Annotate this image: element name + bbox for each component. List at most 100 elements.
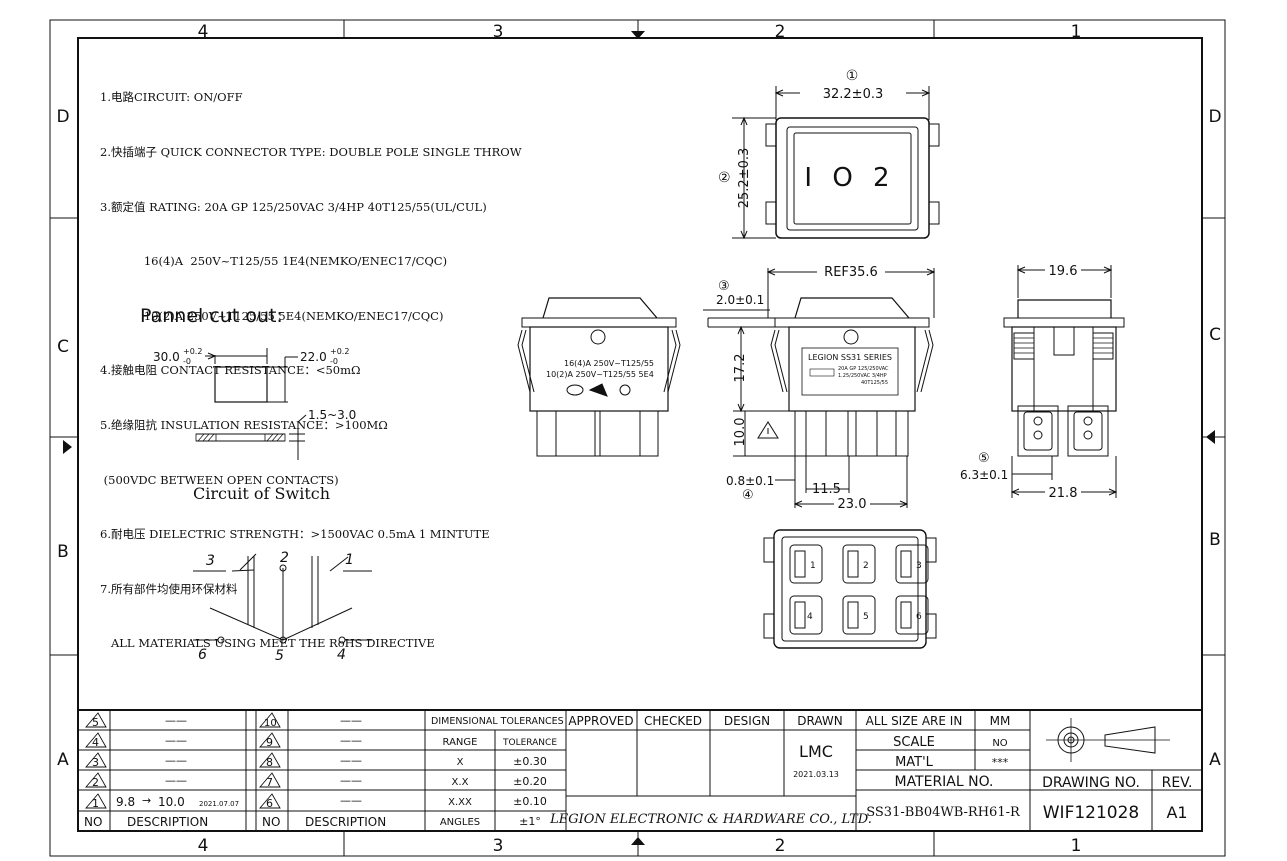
- circuit-pin-3: 3: [206, 553, 215, 569]
- drawing-no-label: DRAWING NO.: [1042, 775, 1140, 791]
- bottom-pin-4: 4: [807, 612, 813, 622]
- tolerance-title: DIMENSIONAL TOLERANCES: [431, 716, 564, 727]
- tolerance-range-xxx: X.XX: [448, 797, 472, 808]
- rev-left-no-3: 3: [92, 756, 99, 769]
- front-label-line1: 20A GP 125/250VAC: [838, 366, 889, 372]
- matl-label: MAT'L: [895, 755, 934, 770]
- rev-left-no-2: 2: [92, 776, 99, 789]
- rev-right-desc-10: ——: [340, 714, 362, 727]
- bottom-pin-3: 3: [916, 561, 922, 571]
- rev-right-no-6: 6: [266, 797, 273, 810]
- centering-arrows: [63, 31, 1215, 845]
- material-no-value: SS31-BB04WB-RH61-R: [866, 805, 1021, 820]
- circuit-title: Circuit of Switch: [193, 484, 330, 503]
- note-line: 1.电路CIRCUIT: ON/OFF: [100, 90, 243, 105]
- tolerance-val-angles: ±1°: [519, 815, 541, 828]
- rev-label: REV.: [1162, 775, 1193, 791]
- rev-header-desc-right: DESCRIPTION: [305, 815, 386, 829]
- inner-frame: [77, 37, 1203, 832]
- end-view: 19.6 ⑤ 6.3±0.1 21.8: [960, 263, 1125, 501]
- front-ref-width: REF35.6: [824, 265, 878, 280]
- rev-left-desc-3: ——: [165, 754, 187, 767]
- size-unit: MM: [990, 714, 1011, 728]
- rev-right-desc-7: ——: [340, 774, 362, 787]
- rev-left-from-1: 9.8: [116, 795, 135, 809]
- bottom-pin-5: 5: [863, 612, 869, 622]
- tolerance-hdr-tol: TOLERANCE: [502, 738, 557, 748]
- tolerance-val-x: ±0.30: [513, 755, 547, 768]
- drawn-label: DRAWN: [797, 714, 843, 728]
- rev-right-desc-9: ——: [340, 734, 362, 747]
- tolerance-val-xxx: ±0.10: [513, 795, 547, 808]
- circuit-diagram: Circuit of Switch 3 2 1 6 5 4: [193, 484, 372, 664]
- zone-col-top-4: 4: [198, 22, 209, 42]
- note-line: 3.额定值 RATING: 20A GP 125/250VAC 3/4HP 40…: [100, 199, 487, 214]
- front-dim-115: 11.5: [812, 482, 841, 497]
- rev-left-desc-5: ——: [165, 714, 187, 727]
- bottom-pin-2: 2: [863, 561, 869, 571]
- svg-text:→: →: [142, 794, 151, 807]
- front-view: REF35.6 LEGION SS31 SERIES 20A GP 125/25…: [703, 265, 936, 512]
- zone-col-bottom-3: 3: [493, 836, 504, 856]
- tolerance-range-angles: ANGLES: [440, 817, 480, 828]
- zone-row-left-C: C: [57, 337, 69, 357]
- side-rating-line1: 16(4)A 250V~T125/55: [564, 359, 654, 368]
- tolerance-hdr-range: RANGE: [443, 737, 478, 748]
- panel-height-tol-minus: -0: [330, 357, 338, 366]
- company-name: LEGION ELECTRONIC & HARDWARE CO., LTD.: [549, 812, 872, 827]
- panel-height-dim: 22.0: [300, 350, 327, 364]
- rev-left-desc-2: ——: [165, 774, 187, 787]
- rev-right-desc-6: ——: [340, 794, 362, 807]
- top-width-dim: 32.2±0.3: [823, 87, 884, 102]
- drawn-by: LMC: [799, 742, 833, 761]
- matl-value: ***: [992, 756, 1009, 769]
- title-block: [78, 709, 1202, 831]
- drawn-date: 2021.03.13: [793, 770, 839, 779]
- front-label-title: LEGION SS31 SERIES: [808, 353, 892, 362]
- rev-header-no-left: NO: [84, 815, 102, 829]
- note-line: 5.绝缘阻抗 INSULATION RESISTANCE：>100MΩ: [100, 417, 388, 432]
- panel-width-tol-plus: +0.2: [183, 347, 202, 356]
- rev-header-desc-left: DESCRIPTION: [127, 815, 208, 829]
- zone-row-left-A: A: [57, 750, 69, 770]
- note-line: 4.接触电阻 CONTACT RESISTANCE：<50mΩ: [100, 363, 361, 378]
- note-line: 16(4)A 250V~T125/55 1E4(NEMKO/ENEC17/CQC…: [100, 254, 448, 269]
- tolerance-range-x: X: [457, 757, 464, 768]
- top-view: ① 32.2±0.3 I O 2 ② 25.2±0.3: [718, 68, 940, 240]
- rev-left-to-1: 10.0: [158, 795, 185, 809]
- zone-col-top-2: 2: [775, 22, 786, 42]
- zone-row-right-C: C: [1209, 325, 1221, 345]
- front-label-line3: 40T125/55: [861, 380, 888, 386]
- rev-right-no-9: 9: [266, 736, 273, 749]
- technical-notes: 1.电路CIRCUIT: ON/OFF 2.快插端子 QUICK CONNECT…: [100, 52, 522, 671]
- rev-left-no-1: 1: [92, 797, 99, 810]
- zone-col-top-1: 1: [1071, 22, 1082, 42]
- rev-value: A1: [1166, 803, 1187, 822]
- rev-right-no-7: 7: [266, 776, 273, 789]
- circuit-pin-1: 1: [345, 552, 354, 568]
- zone-row-left-D: D: [56, 107, 69, 127]
- drawing-no-value: WIF121028: [1043, 803, 1140, 823]
- end-depth-dim: 19.6: [1049, 264, 1078, 279]
- panel-height-tol-plus: +0.2: [330, 347, 349, 356]
- note-line: 10(2)A 250V~T125/55 5E4(NEMKO/ENEC17/CQC…: [100, 308, 444, 323]
- top-callout-2: ②: [718, 170, 731, 186]
- front-height-172: 17.2: [733, 354, 748, 383]
- note-line: 2.快插端子 QUICK CONNECTOR TYPE: DOUBLE POLE…: [100, 145, 522, 159]
- panel-width-dim: 30.0: [153, 350, 180, 364]
- scale-label: SCALE: [893, 735, 935, 750]
- zone-row-left-B: B: [57, 542, 69, 562]
- zone-col-top-3: 3: [493, 22, 504, 42]
- tolerance-val-xx: ±0.20: [513, 775, 547, 788]
- note-line: (500VDC BETWEEN OPEN CONTACTS): [100, 472, 339, 487]
- end-dim-218: 21.8: [1049, 486, 1078, 501]
- bottom-pin-1: 1: [810, 561, 816, 571]
- zone-row-right-A: A: [1209, 750, 1221, 770]
- front-terminal-thk: 0.8±0.1: [726, 474, 774, 488]
- rev-right-desc-8: ——: [340, 754, 362, 767]
- panel-width-tol-minus: -0: [183, 357, 191, 366]
- rev-left-no-4: 4: [92, 736, 99, 749]
- circuit-pin-4: 4: [337, 647, 346, 663]
- rev-right-no-10: 10: [264, 718, 277, 729]
- rev-left-date-1: 2021.07.07: [199, 800, 239, 808]
